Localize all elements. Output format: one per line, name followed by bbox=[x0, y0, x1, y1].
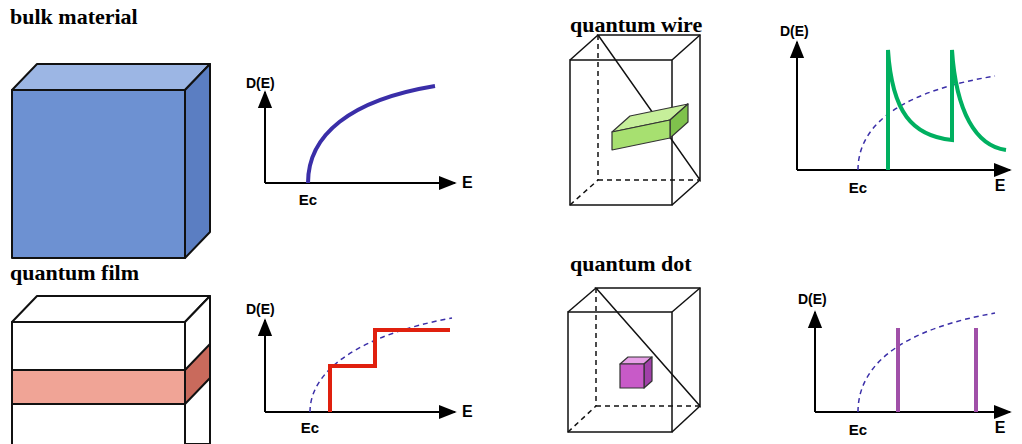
y-axis-label: D(E) bbox=[798, 292, 827, 306]
bulk-reference-curve bbox=[858, 76, 995, 170]
y-axis-label: D(E) bbox=[246, 76, 275, 90]
box-edge bbox=[672, 180, 700, 205]
box-edge bbox=[570, 35, 598, 60]
dos-steps bbox=[330, 330, 450, 412]
x-axis-label: E bbox=[995, 420, 1006, 436]
y-axis bbox=[264, 320, 266, 412]
box-edge bbox=[568, 288, 596, 312]
dot-front bbox=[620, 364, 644, 388]
bulk-reference-curve bbox=[858, 313, 995, 412]
band-edge-label: Ec bbox=[301, 420, 319, 435]
box-back-edges bbox=[596, 288, 700, 406]
wire-end bbox=[670, 104, 688, 138]
panel-title: quantum wire bbox=[570, 14, 702, 36]
hidden-edge bbox=[568, 406, 596, 432]
dos-curve bbox=[308, 86, 435, 183]
bulk-reference-curve bbox=[310, 318, 452, 412]
band-edge-label: Ec bbox=[849, 422, 867, 437]
cube-side bbox=[185, 64, 210, 258]
panel-title: quantum dot bbox=[570, 253, 692, 275]
box-front bbox=[12, 322, 185, 444]
hidden-edge bbox=[597, 35, 599, 180]
film-side bbox=[185, 344, 210, 404]
hidden-edge bbox=[596, 405, 700, 407]
cube-top bbox=[12, 64, 210, 90]
box-side bbox=[185, 296, 210, 444]
dos-delta bbox=[896, 328, 900, 412]
panel-title: quantum film bbox=[10, 262, 139, 284]
box-edge bbox=[672, 288, 700, 312]
x-axis bbox=[797, 169, 1010, 171]
y-axis bbox=[796, 42, 798, 170]
panel-title: bulk material bbox=[10, 6, 138, 28]
dos-delta bbox=[974, 328, 978, 412]
wire-front bbox=[612, 120, 670, 150]
band-edge-label: Ec bbox=[849, 180, 867, 195]
x-axis-label: E bbox=[462, 404, 473, 420]
x-axis bbox=[265, 182, 455, 184]
box-back-edges bbox=[598, 35, 700, 180]
band-edge-label: Ec bbox=[299, 192, 317, 207]
box-edge bbox=[672, 35, 700, 60]
hidden-edge bbox=[598, 179, 700, 181]
box-edge bbox=[672, 406, 700, 432]
dos-spikes bbox=[888, 50, 1006, 170]
y-axis-label: D(E) bbox=[246, 302, 275, 316]
y-axis bbox=[264, 92, 266, 183]
y-axis-label: D(E) bbox=[780, 24, 809, 38]
box-front bbox=[570, 60, 672, 205]
x-axis-label: E bbox=[995, 178, 1006, 194]
x-axis bbox=[265, 411, 455, 413]
hidden-edge bbox=[570, 180, 598, 205]
x-axis bbox=[815, 411, 1010, 413]
cube-front bbox=[12, 90, 185, 258]
box-top bbox=[12, 296, 210, 322]
x-axis-label: E bbox=[462, 175, 473, 191]
dot-side bbox=[644, 357, 652, 388]
y-axis bbox=[814, 312, 816, 412]
film-front bbox=[12, 370, 185, 404]
box-front bbox=[568, 312, 672, 432]
hidden-edge bbox=[595, 288, 597, 406]
